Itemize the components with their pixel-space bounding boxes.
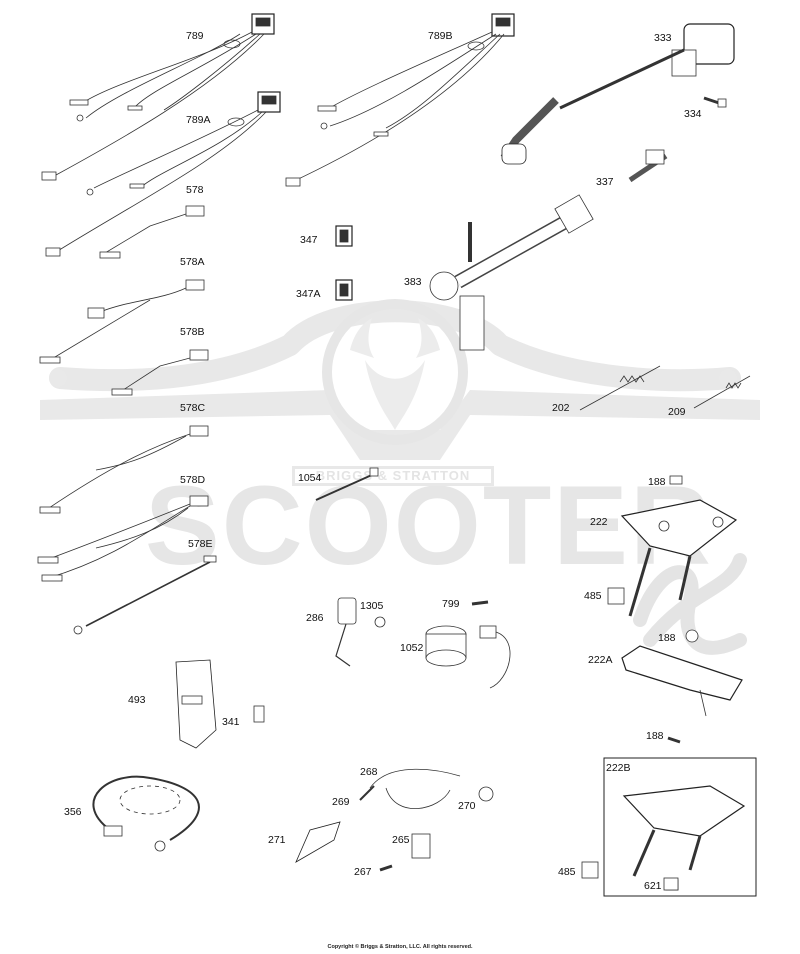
part-label-267[interactable]: 267 (354, 866, 372, 878)
part-label-270[interactable]: 270 (458, 800, 476, 812)
part-label-209[interactable]: 209 (668, 406, 686, 418)
part-label-347a[interactable]: 347A (296, 288, 321, 300)
control-bracket-222-drawing (620, 475, 738, 617)
part-label-333[interactable]: 333 (654, 32, 672, 44)
watermark-brand-text: SCOOTER (145, 463, 713, 588)
clip-485b-drawing (581, 861, 599, 879)
spark-plug-wrench-383-drawing (429, 194, 594, 351)
part-label-1052[interactable]: 1052 (400, 642, 424, 654)
copyright-notice: Copyright © Briggs & Stratton, LLC. All … (327, 944, 473, 950)
part-label-485-inset[interactable]: 485 (558, 866, 576, 878)
part-label-222[interactable]: 222 (590, 516, 608, 528)
clip-485-drawing (607, 587, 625, 605)
wire-harness-789-drawing (41, 13, 275, 181)
part-label-578[interactable]: 578 (186, 184, 204, 196)
nut-188-drawing (685, 629, 699, 643)
part-label-1305[interactable]: 1305 (360, 600, 384, 612)
wire-578d-drawing (37, 495, 209, 582)
nut-270-drawing (478, 786, 494, 802)
wire-578b-drawing (111, 349, 209, 396)
bracket-222a-drawing (621, 645, 743, 717)
part-label-286[interactable]: 286 (306, 612, 324, 624)
part-label-222b[interactable]: 222B (606, 762, 631, 774)
wire-578c-drawing (39, 425, 209, 514)
part-label-789a[interactable]: 789A (186, 114, 211, 126)
part-label-188[interactable]: 188 (648, 476, 666, 488)
nut-1305-drawing (374, 616, 386, 628)
wire-harness-789a-drawing (45, 91, 281, 257)
wire-harness-789b-drawing (285, 13, 515, 187)
part-label-271[interactable]: 271 (268, 834, 286, 846)
part-label-578a[interactable]: 578A (180, 256, 205, 268)
part-label-268[interactable]: 268 (360, 766, 378, 778)
part-label-789[interactable]: 789 (186, 30, 204, 42)
part-label-334[interactable]: 334 (684, 108, 702, 120)
part-label-799[interactable]: 799 (442, 598, 460, 610)
part-label-621[interactable]: 621 (644, 880, 662, 892)
wire-578-drawing (99, 205, 205, 259)
part-label-578e[interactable]: 578E (188, 538, 213, 550)
part-label-383[interactable]: 383 (404, 276, 422, 288)
solenoid-1052-drawing (425, 625, 511, 689)
spark-plug-337-drawing (628, 149, 668, 183)
watermark-badge-text: BRIGGS & STRATTON (292, 466, 494, 486)
screw-799-drawing (471, 600, 489, 606)
part-label-202[interactable]: 202 (552, 402, 570, 414)
part-label-789b[interactable]: 789B (428, 30, 453, 42)
plate-493-drawing (175, 659, 217, 749)
spring-202-drawing (579, 365, 661, 411)
clip-265-drawing (411, 833, 431, 859)
switch-347-drawing (335, 225, 353, 247)
wire-578a-drawing (39, 279, 205, 364)
part-label-485[interactable]: 485 (584, 590, 602, 602)
clip-621-drawing (663, 877, 679, 891)
screw-267-drawing (379, 864, 393, 872)
part-label-269[interactable]: 269 (332, 796, 350, 808)
part-label-347[interactable]: 347 (300, 234, 318, 246)
part-label-222a[interactable]: 222A (588, 654, 613, 666)
condenser-286-drawing (335, 597, 357, 667)
part-label-578c[interactable]: 578C (180, 402, 206, 414)
part-label-578b[interactable]: 578B (180, 326, 205, 338)
spring-209-drawing (693, 375, 751, 409)
ground-cable-356-drawing (92, 775, 200, 852)
starter-333-drawing (500, 23, 735, 165)
part-label-578d[interactable]: 578D (180, 474, 206, 486)
part-label-1054[interactable]: 1054 (298, 472, 322, 484)
part-label-356[interactable]: 356 (64, 806, 82, 818)
part-label-188-screw[interactable]: 188 (646, 730, 664, 742)
wire-578e-drawing (73, 555, 217, 635)
part-label-493[interactable]: 493 (128, 694, 146, 706)
part-label-265[interactable]: 265 (392, 834, 410, 846)
switch-347a-drawing (335, 279, 353, 301)
lever-271-drawing (295, 821, 341, 863)
cable-tie-1054-drawing (315, 467, 379, 501)
choke-cable-268-drawing (359, 768, 461, 810)
part-label-337[interactable]: 337 (596, 176, 614, 188)
inset-box-222b (603, 757, 757, 897)
bolt-334-drawing (703, 96, 727, 108)
part-label-341[interactable]: 341 (222, 716, 240, 728)
insulator-341-drawing (253, 705, 265, 723)
part-label-188-nut[interactable]: 188 (658, 632, 676, 644)
screw-188c-drawing (667, 736, 681, 744)
